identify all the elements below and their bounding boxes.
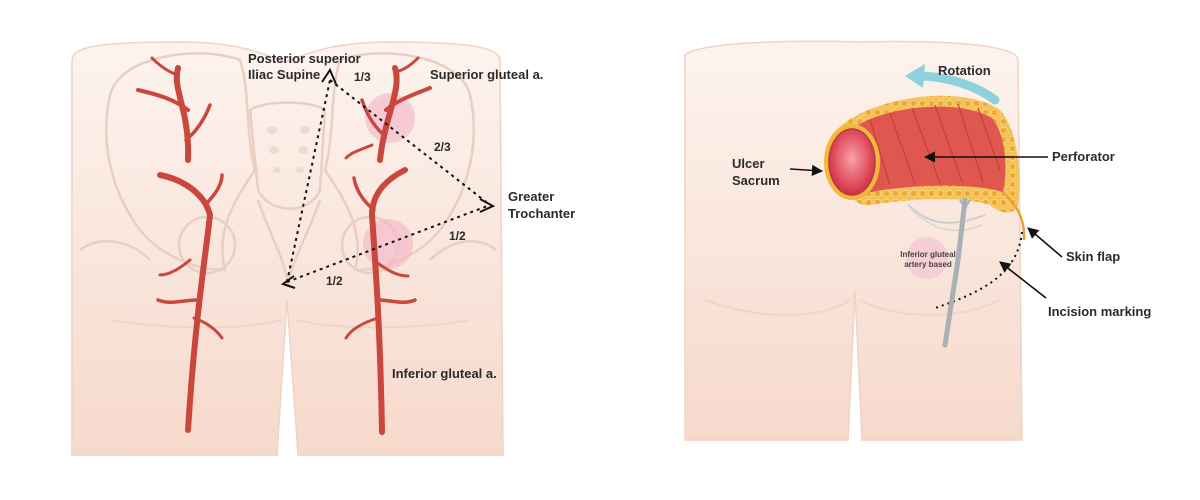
sacral-foramina (267, 126, 310, 173)
left-body-silhouette (71, 41, 504, 456)
inferior-gluteal-artery (368, 167, 408, 435)
ulcer-label-line1: Ulcer (732, 156, 765, 171)
greater-trochanter-label-line2: Trochanter (508, 206, 576, 221)
greater-trochanter-label-line1: Greater (508, 189, 555, 204)
ulcer-label-line2: Sacrum (732, 173, 780, 188)
artery-note-line1: Inferior gluteal (900, 250, 956, 259)
inferior-gluteal-perforator-circle (906, 237, 948, 279)
fraction-half-left: 1/2 (326, 274, 343, 288)
perforator-label: Perforator (1052, 149, 1115, 164)
artery-pedicle (942, 197, 968, 348)
superior-gluteal-label: Superior gluteal a. (430, 67, 544, 82)
rotation-arrow (913, 71, 1000, 105)
rotation-label: Rotation (938, 63, 991, 78)
incision-marking-line (934, 231, 1023, 309)
inferior-gluteal-label: Inferior gluteal a. (392, 366, 497, 381)
muscle-fibers (869, 103, 1001, 186)
right-buttocks-illustration (684, 40, 1063, 441)
landmark-triangle (286, 79, 491, 283)
left-gluteal-arteries (136, 56, 224, 433)
incision-marking-label: Incision marking (1048, 304, 1152, 319)
skin-flap-label: Skin flap (1066, 249, 1121, 264)
leader-lines (789, 151, 1063, 299)
fraction-one-third: 1/3 (354, 70, 371, 84)
skin-flap-edge (1002, 191, 1026, 241)
fraction-half-right: 1/2 (449, 229, 466, 243)
psis-label-line2: Iliac Supine (248, 67, 321, 82)
right-gluteal-arteries (344, 56, 432, 435)
psis-label-line1: Posterior superior (248, 51, 361, 66)
fraction-two-thirds: 2/3 (434, 140, 451, 154)
artery-note-line2: artery based (904, 260, 952, 269)
left-buttocks-illustration (71, 41, 504, 456)
